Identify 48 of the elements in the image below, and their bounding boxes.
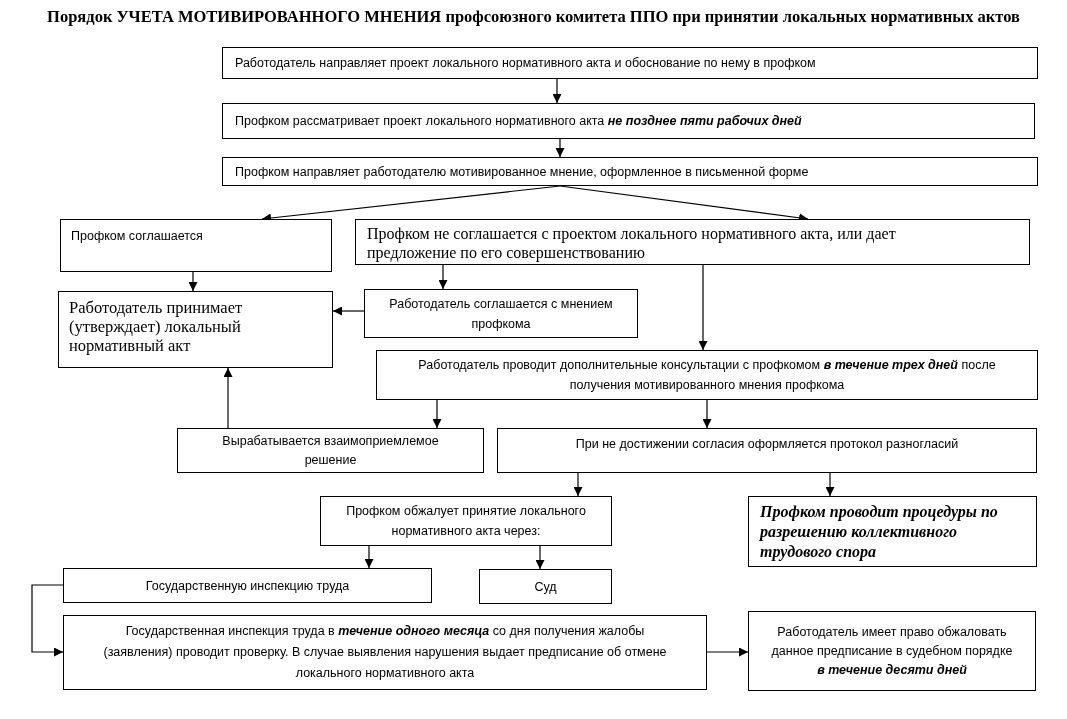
arrow <box>432 399 442 429</box>
step-text: Государственная инспекция труда в течение одного месяца со дня получения жалобы (заявления) проводит проверку. В случае выявления нарушения выдает предписание об отмене локального нормативного акта <box>102 623 668 682</box>
arrow <box>825 472 835 497</box>
step-text: Работодатель проводит дополнительные консультации с профкомом в течение трех дней после получения мотивированного мнения профкома <box>417 357 997 394</box>
arrow <box>698 264 708 351</box>
process-box <box>748 496 1037 567</box>
step-text: Профком направляет работодателю мотивированное мнение, оформленное в письменной форме <box>235 163 809 180</box>
step-text: Профком соглашается <box>71 228 203 244</box>
step-text: Профком не соглашается с проектом локального нормативного акта, или дает предложение по его совершенствованию <box>367 224 897 262</box>
arrow <box>573 472 583 497</box>
arrow <box>706 647 749 657</box>
arrow <box>188 271 198 292</box>
arrow <box>31 584 64 657</box>
arrow <box>223 367 233 429</box>
step-text: Профком рассматривает проект локального нормативного акта не позднее пяти рабочих дней <box>235 113 802 129</box>
step-text: При не достижении согласия оформляется протокол разногласий <box>575 436 959 452</box>
process-box <box>376 350 1038 400</box>
step-text: Суд <box>534 578 557 595</box>
arrow <box>555 138 565 158</box>
arrow <box>364 545 374 569</box>
arrow <box>332 306 365 316</box>
step-text: Работодатель направляет проект локального нормативного акта и обоснование по нему в профком <box>235 55 816 71</box>
process-box <box>497 428 1037 473</box>
step-text: Государственную инспекцию труда <box>145 577 350 594</box>
process-box <box>177 428 484 473</box>
step-text: Вырабатывается взаимоприемлемое решение <box>221 432 440 469</box>
process-box <box>748 611 1036 691</box>
process-box <box>222 47 1038 79</box>
step-text: Работодатель имеет право обжаловать данное предписание в судебном порядке в течение десяти дней <box>770 623 1014 679</box>
process-box <box>60 219 332 272</box>
step-text: Работодатель принимает (утверждает) локальный нормативный акт <box>69 298 244 355</box>
arrow <box>535 545 545 570</box>
arrow <box>552 78 562 104</box>
process-box <box>222 103 1035 139</box>
process-box <box>63 615 707 690</box>
process-box <box>320 496 612 546</box>
step-text: Работодатель соглашается с мнением профкома <box>388 295 614 333</box>
arrow <box>438 264 448 290</box>
step-text: Профком обжалует принятие локального нормативного акта через: <box>345 503 587 540</box>
process-box <box>58 291 333 368</box>
process-box <box>479 569 612 604</box>
arrow <box>702 399 712 429</box>
process-box <box>355 219 1030 265</box>
process-box <box>63 568 432 603</box>
step-text: Профком проводит процедуры по разрешению коллективного трудового спора <box>760 502 999 562</box>
process-box <box>222 157 1038 186</box>
process-box <box>364 289 638 338</box>
diagram-title: Порядок УЧЕТА МОТИВИРОВАННОГО МНЕНИЯ профсоюзного комитета ППО при принятии локальных нормативных актов <box>47 7 1020 27</box>
